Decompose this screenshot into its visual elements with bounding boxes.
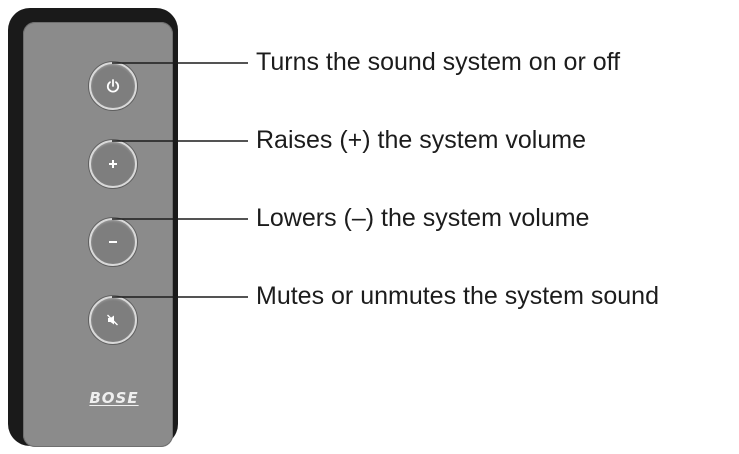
power-icon [106, 79, 120, 93]
volume-down-button[interactable] [89, 218, 137, 266]
label-power: Turns the sound system on or off [256, 48, 621, 76]
remote-control: BOSE [8, 8, 178, 447]
brand-logo: BOSE [67, 388, 161, 408]
label-volume-up: Raises (+) the system volume [256, 126, 586, 154]
plus-icon [109, 160, 117, 168]
remote-body: BOSE [23, 22, 173, 447]
volume-up-button[interactable] [89, 140, 137, 188]
mute-button[interactable] [89, 296, 137, 344]
label-mute: Mutes or unmutes the system sound [256, 282, 659, 310]
brand-text: BOSE [89, 389, 139, 407]
power-button[interactable] [89, 62, 137, 110]
label-volume-down: Lowers (–) the system volume [256, 204, 590, 232]
minus-icon [109, 241, 117, 243]
mute-icon [107, 314, 118, 326]
